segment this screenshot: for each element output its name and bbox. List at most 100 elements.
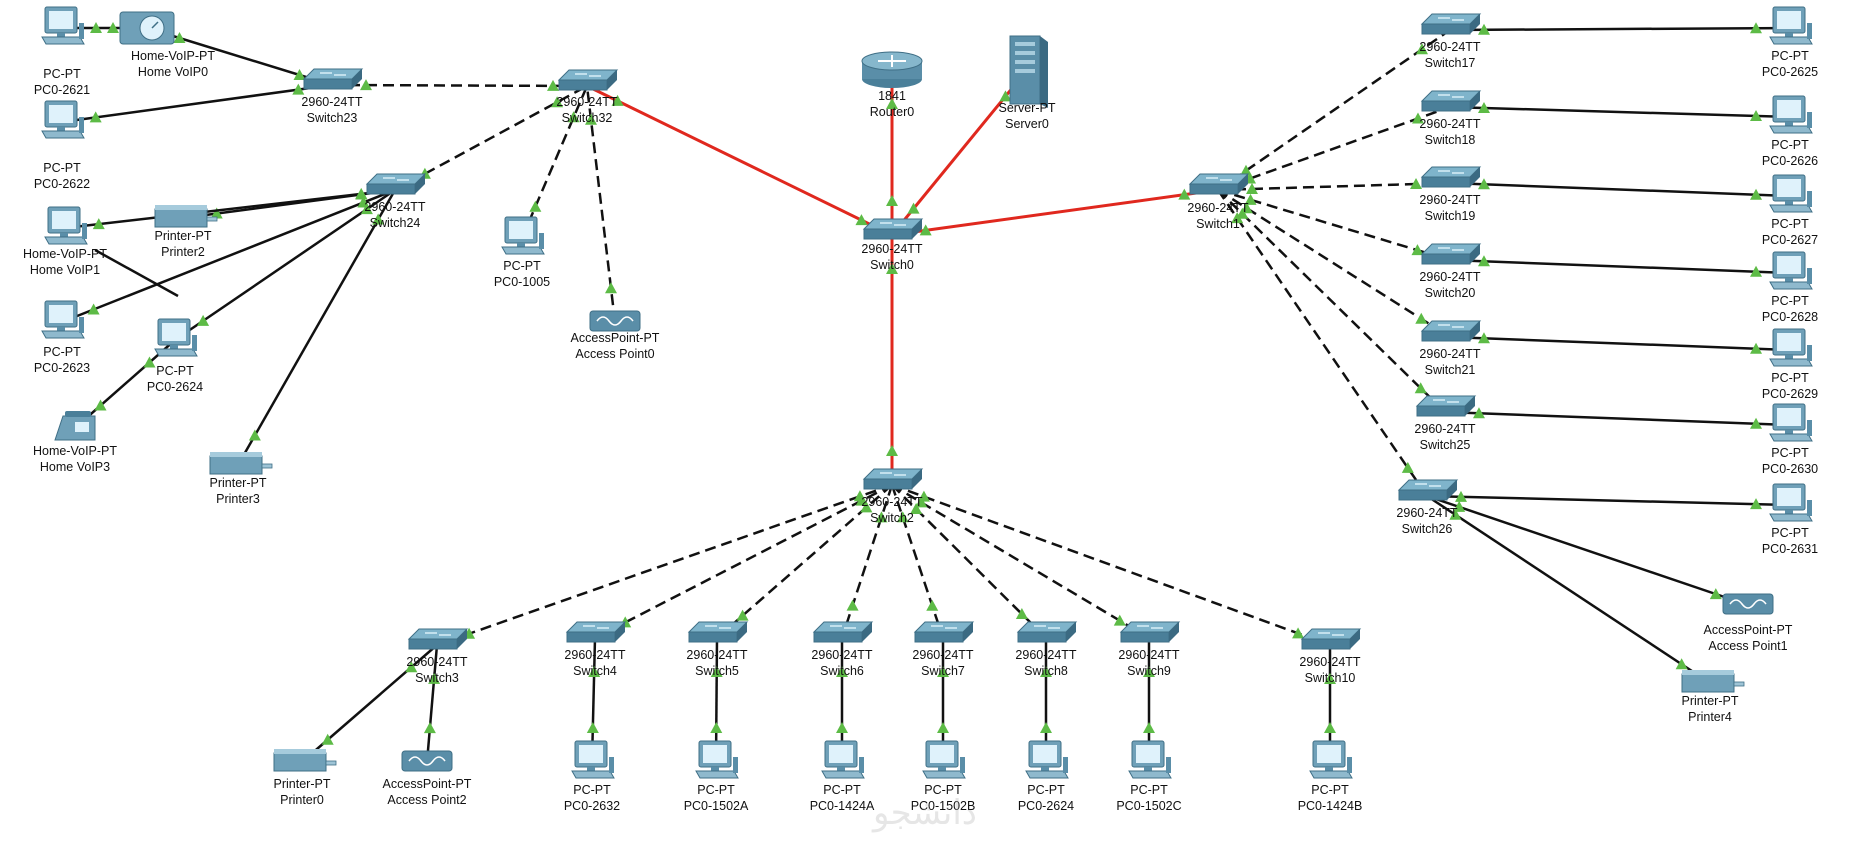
link-sw21-pc2629[interactable] [1449, 332, 1791, 354]
link-sw1-sw20[interactable] [1217, 188, 1451, 262]
cross-cable [331, 83, 588, 88]
link-port-up-indicator [910, 502, 923, 514]
link-sw25-pc2630[interactable] [1444, 407, 1791, 429]
device-name-label: Switch3 [415, 671, 459, 685]
link-router0-sw0[interactable] [886, 70, 898, 235]
link-sw3-ap2[interactable] [423, 644, 441, 763]
link-sw19-pc2627[interactable] [1449, 178, 1791, 200]
link-port-up-indicator [292, 83, 305, 95]
link-sw32-sw0[interactable] [586, 84, 893, 237]
link-pc2624a-sw24[interactable] [174, 188, 396, 342]
link-sw18-pc2626[interactable] [1449, 101, 1791, 122]
link-ap0-sw32[interactable] [585, 85, 617, 323]
link-sw1-sw19[interactable] [1217, 178, 1451, 194]
link-voip0-sw23[interactable] [146, 26, 333, 87]
link-sw1-sw26[interactable] [1216, 189, 1429, 497]
link-port-up-indicator [611, 94, 624, 106]
link-sw0-sw1[interactable] [891, 188, 1219, 237]
link-sw2-sw9[interactable] [891, 483, 1150, 640]
link-sw26-ap1[interactable] [1426, 494, 1749, 607]
link-sw2-sw6[interactable] [840, 484, 894, 639]
straight-cable [174, 188, 396, 342]
link-server0-sw0[interactable] [890, 69, 1029, 236]
link-sw3-printer0[interactable] [301, 644, 438, 763]
link-sw2-sw8[interactable] [891, 484, 1047, 639]
link-sw2-sw10[interactable] [891, 483, 1331, 647]
link-sw1-sw17[interactable] [1217, 28, 1451, 192]
link-sw2-sw7[interactable] [890, 484, 945, 639]
link-sw0-sw2[interactable] [886, 235, 898, 485]
link-pc2622-sw23[interactable] [61, 83, 333, 124]
link-sw23-sw32[interactable] [331, 79, 588, 91]
straight-cable [1449, 258, 1791, 275]
link-sw26-printer4[interactable] [1426, 494, 1711, 685]
link-sw2-sw5[interactable] [716, 484, 893, 639]
link-sw20-pc2628[interactable] [1449, 255, 1791, 277]
link-pc1005-sw32[interactable] [520, 85, 589, 239]
link-sw26-pc2631[interactable] [1426, 490, 1791, 510]
link-port-up-indicator [1143, 666, 1155, 677]
device-model-label: 2960-24TT [686, 648, 748, 662]
link-printer3-sw24[interactable] [236, 189, 397, 466]
link-port-up-indicator [197, 314, 210, 326]
device-model-label: 2960-24TT [1187, 201, 1249, 215]
link-port-up-indicator [917, 490, 930, 502]
link-voip1-sw24[interactable] [64, 187, 396, 230]
link-sw17-pc2625[interactable] [1449, 22, 1791, 35]
